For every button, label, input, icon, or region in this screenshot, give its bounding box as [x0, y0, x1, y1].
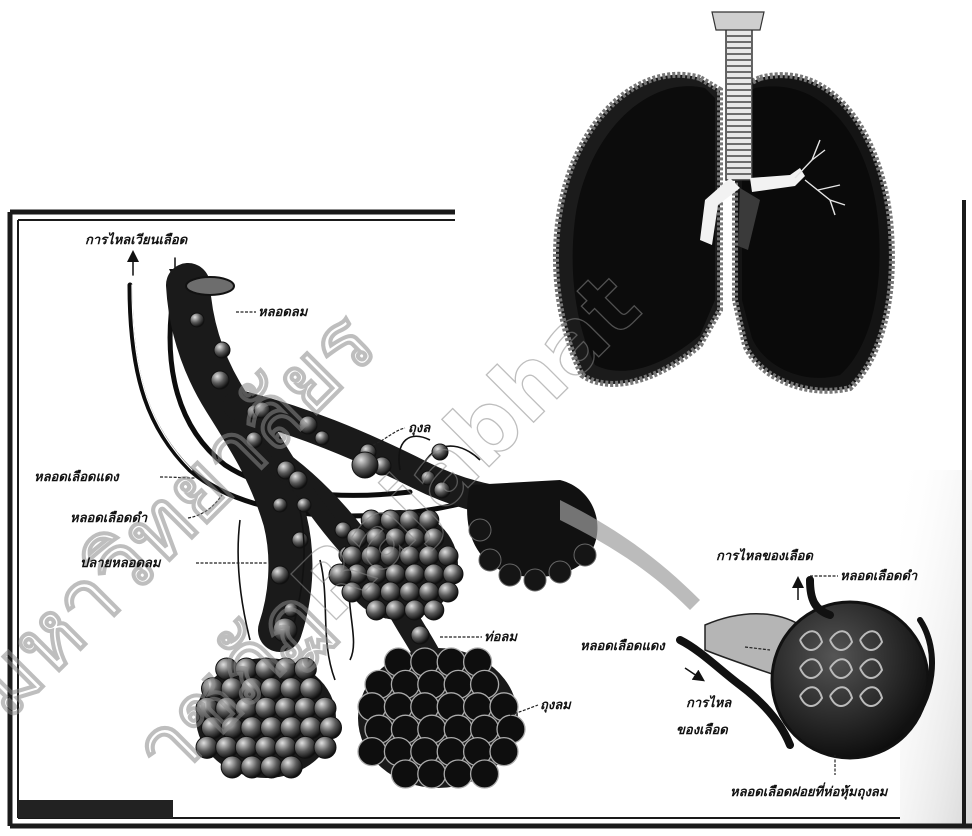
- label-artery-left: หลอดเลือดแดง: [34, 469, 120, 485]
- label-trachea: หลอดลม: [258, 305, 309, 320]
- label-vein-right: หลอดเลือดดำ: [840, 568, 918, 584]
- label-bronchiole-end: ปลายหลอดลม: [80, 556, 162, 571]
- label-air-sac-top: ถุงล: [408, 421, 431, 436]
- label-blood-flow-bottom-2: ของเลือด: [676, 722, 729, 738]
- label-blood-circulation: การไหลเวียนเลือด: [85, 232, 189, 248]
- label-blood-flow-top: การไหลของเลือด: [716, 548, 814, 564]
- label-air-sac-bottom: ถุงลม: [540, 698, 572, 713]
- label-air-duct: ท่อลม: [484, 630, 518, 645]
- label-vein-left: หลอดเลือดดำ: [70, 510, 148, 526]
- label-capillary: หลอดเลือดฝอยที่ห่อหุ้มถุงลม: [730, 782, 889, 800]
- scan-artifact-bar: [18, 800, 173, 818]
- label-blood-flow-bottom-1: การไหล: [686, 695, 732, 711]
- label-artery-right: หลอดเลือดแดง: [580, 638, 666, 654]
